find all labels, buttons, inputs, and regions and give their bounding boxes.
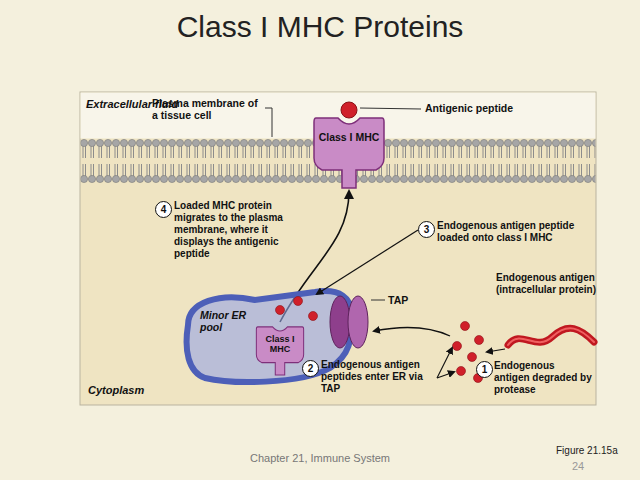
step-text: Endogenous antigen peptide loaded onto c… (437, 220, 587, 244)
footer-text-wrap: Chapter 21, Immune System (250, 452, 390, 464)
part-label-wrap: Antigenic peptide (425, 102, 513, 114)
node-text: Class I MHC (255, 320, 305, 355)
part-label: Plasma membrane of a tissue cell (152, 97, 264, 121)
part-label-wrap: Endogenous antigen (intracellular protei… (496, 272, 596, 296)
part-label-wrap: Plasma membrane of a tissue cell (152, 97, 264, 121)
callout-number-wrap: 2 (302, 360, 319, 377)
callout-number-wrap: 4 (155, 201, 172, 218)
step-text-wrap: Endogenous antigen degraded by protease (494, 360, 592, 396)
step-text: Endogenous antigen degraded by protease (494, 360, 592, 396)
node-text: Minor ER pool (200, 310, 254, 333)
mhc-protein: Class I MHC (312, 108, 386, 188)
callout-number: 2 (302, 360, 319, 377)
region-label: Cytoplasm (88, 384, 144, 396)
slide-title: Class I MHC Proteins (0, 10, 640, 44)
mhc-shape (312, 108, 386, 188)
page-number-wrap: 24 (572, 460, 584, 472)
mhc-protein: Class I MHC (255, 320, 305, 375)
step-text: Endogenous antigen peptides enter ER via… (321, 359, 439, 395)
part-label: Endogenous antigen (intracellular protei… (496, 272, 596, 296)
callout-number: 1 (476, 361, 493, 378)
region-label-wrap: Cytoplasm (88, 384, 144, 396)
step-text-wrap: Endogenous antigen peptide loaded onto c… (437, 220, 587, 244)
figure-number-wrap: Figure 21.15a (556, 445, 618, 456)
callout-number: 4 (155, 201, 172, 218)
part-label-wrap: TAP (388, 294, 408, 306)
figure-number: Figure 21.15a (556, 445, 618, 456)
step-text: Loaded MHC protein migrates to the plasm… (174, 200, 310, 260)
part-label: TAP (388, 294, 408, 306)
callout-number-wrap: 3 (418, 221, 435, 238)
page-number: 24 (572, 460, 584, 472)
callout-number: 3 (418, 221, 435, 238)
callout-number-wrap: 1 (476, 361, 493, 378)
step-text-wrap: Endogenous antigen peptides enter ER via… (321, 359, 439, 395)
part-label: Antigenic peptide (425, 102, 513, 114)
footer-text: Chapter 21, Immune System (250, 452, 390, 464)
step-text-wrap: Loaded MHC protein migrates to the plasm… (174, 200, 310, 260)
title-wrap: Class I MHC Proteins (0, 10, 640, 44)
node-text: Class I MHC (312, 108, 386, 144)
